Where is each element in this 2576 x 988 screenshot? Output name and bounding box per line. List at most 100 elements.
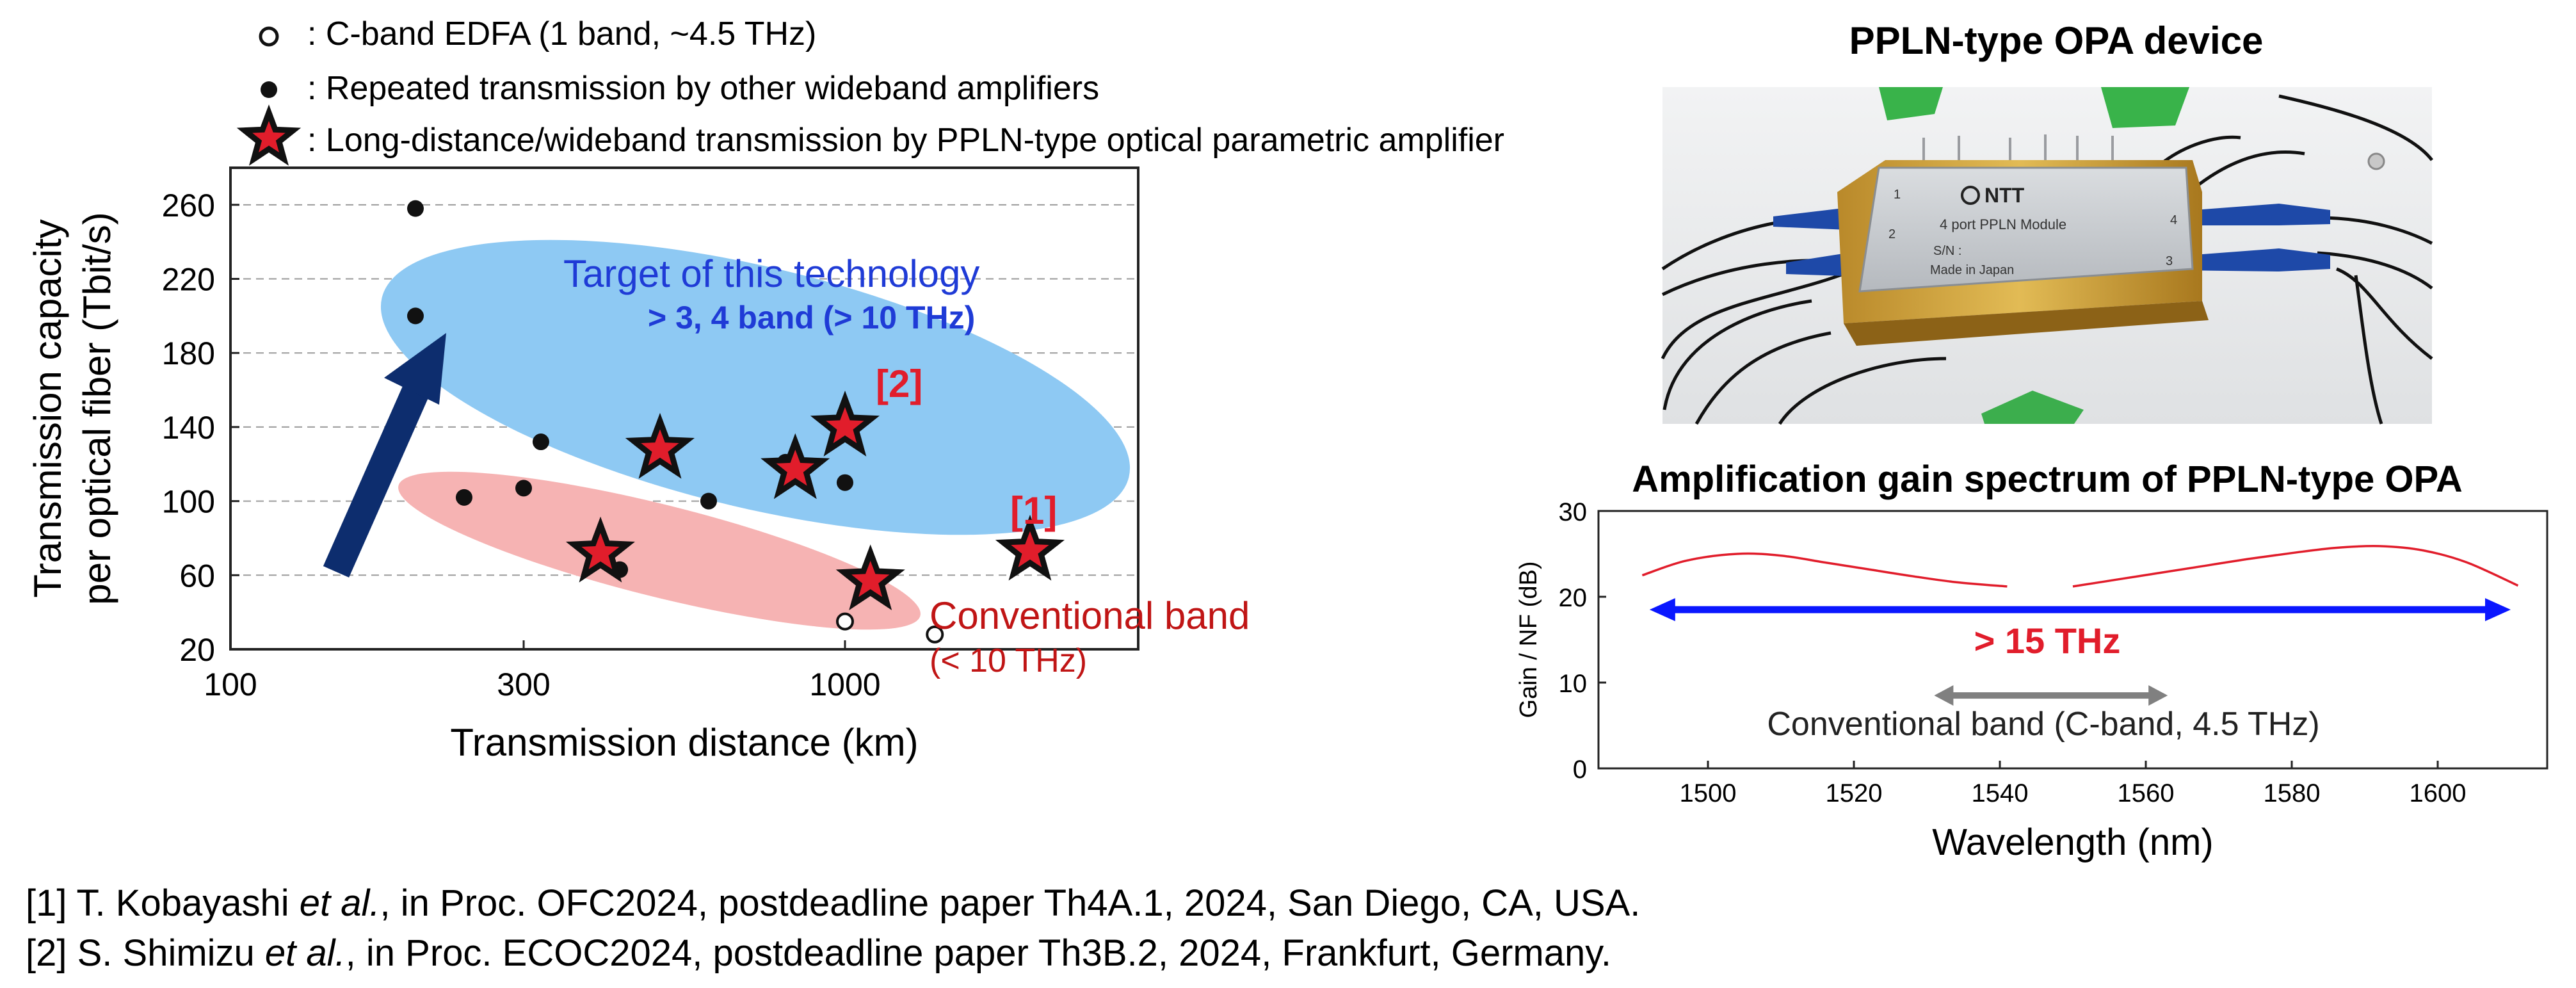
gain-x-tick-label: 1560 bbox=[2118, 779, 2175, 807]
optical-fibers bbox=[1661, 94, 2433, 425]
scatter-y-tick-label: 20 bbox=[179, 632, 215, 668]
trend-arrow bbox=[323, 333, 446, 578]
references: [1] T. Kobayashi et al., in Proc. OFC202… bbox=[26, 882, 1640, 974]
module-label-brand: NTT bbox=[1984, 184, 2025, 207]
ppln-opa-data-point bbox=[761, 433, 830, 499]
reference-2: [2] S. Shimizu et al., in Proc. ECOC2024… bbox=[26, 932, 1611, 974]
device-photo: NTT 4 port PPLN Module S/N : Made in Jap… bbox=[1661, 87, 2433, 425]
scatter-x-tick-label: 300 bbox=[497, 667, 550, 702]
scatter-y-tick-label: 180 bbox=[162, 336, 215, 371]
module-port-2: 2 bbox=[1888, 227, 1896, 241]
gain-x-tick-label: 1520 bbox=[1826, 779, 1883, 807]
legend-star-marker bbox=[236, 104, 302, 166]
reference-2-authors: [2] S. Shimizu bbox=[26, 932, 265, 974]
scatter-x-tick-label: 1000 bbox=[809, 667, 880, 702]
module-label-model: 4 port PPLN Module bbox=[1940, 216, 2066, 232]
green-holder-bottom bbox=[1981, 391, 2084, 424]
wideband-amplifier-data-point bbox=[532, 433, 549, 451]
module-port-4: 4 bbox=[2170, 213, 2177, 227]
ppln-opa-data-point bbox=[625, 412, 695, 479]
gain-x-tick-label: 1600 bbox=[2410, 779, 2467, 807]
reference-2-details: , in Proc. ECOC2024, postdeadline paper … bbox=[346, 932, 1611, 974]
scatter-y-axis-label-line1: Transmission capacity bbox=[26, 219, 69, 597]
legend-filled-circle-label: : Repeated transmission by other wideban… bbox=[307, 70, 1099, 107]
device-panel: PPLN-type OPA device bbox=[1661, 19, 2433, 425]
module-port-1: 1 bbox=[1894, 188, 1901, 202]
conventional-annotation-line1: Conventional band bbox=[930, 594, 1250, 637]
gain-chart-title: Amplification gain spectrum of PPLN-type… bbox=[1632, 458, 2463, 500]
scatter-y-tick-label: 220 bbox=[162, 262, 215, 298]
blue-boot-right-top bbox=[2177, 204, 2330, 225]
wideband-amplifier-data-point bbox=[515, 480, 533, 497]
gain-y-tick-label: 10 bbox=[1559, 670, 1588, 698]
wide-band-arrow-label: > 15 THz bbox=[1974, 620, 2121, 661]
wideband-amplifier-data-point bbox=[407, 200, 424, 217]
module-metal-lid bbox=[1858, 166, 2194, 293]
reference-1-etal: et al. bbox=[300, 882, 380, 924]
ppln-opa-data-point bbox=[835, 544, 905, 610]
wideband-amplifier-data-point bbox=[455, 489, 472, 506]
module-port-3: 3 bbox=[2166, 254, 2173, 268]
reference-1-authors: [1] T. Kobayashi bbox=[26, 882, 300, 924]
gain-curve bbox=[1641, 552, 2008, 588]
legend-filled-circle-marker bbox=[261, 81, 277, 98]
gain-ticks: 0 10 20 30 1500 1520 1540 1560 1580 1600 bbox=[1559, 498, 2467, 807]
gain-plot-frame bbox=[1597, 510, 2548, 770]
gain-curve bbox=[2072, 545, 2519, 588]
conventional-band-arrow-head-right bbox=[2148, 685, 2168, 706]
trend-arrow-shaft bbox=[323, 385, 430, 578]
ref1-annotation: [1] bbox=[1010, 489, 1057, 532]
gain-y-tick-label: 30 bbox=[1559, 498, 1588, 526]
gain-y-axis-label: Gain / NF (dB) bbox=[1515, 562, 1542, 718]
wideband-amplifier-data-point bbox=[407, 307, 424, 325]
ppln-opa-data-point bbox=[810, 391, 880, 457]
scatter-y-tick-label: 60 bbox=[179, 558, 215, 594]
scatter-points bbox=[407, 200, 1065, 644]
legend-open-circle-label: : C-band EDFA (1 band, ~4.5 THz) bbox=[307, 15, 816, 53]
fiber-connector bbox=[2367, 152, 2385, 170]
target-region-ellipse bbox=[380, 239, 1131, 535]
scatter-x-tick-label: 100 bbox=[204, 667, 257, 702]
gain-spectrum-chart: Amplification gain spectrum of PPLN-type… bbox=[1515, 458, 2548, 863]
edfa-data-point bbox=[926, 625, 944, 644]
gain-x-tick-label: 1580 bbox=[2264, 779, 2321, 807]
gain-x-tick-label: 1540 bbox=[1972, 779, 2029, 807]
reference-2-etal: et al. bbox=[265, 932, 346, 974]
ntt-logo-icon bbox=[1961, 186, 1980, 205]
module-label-origin: Made in Japan bbox=[1930, 263, 2014, 277]
conventional-band-arrow-label: Conventional band (C-band, 4.5 THz) bbox=[1767, 706, 2319, 743]
module-label-sn: S/N : bbox=[1933, 244, 1961, 258]
gain-x-axis-label: Wavelength (nm) bbox=[1932, 822, 2213, 863]
conventional-band-arrow-head-left bbox=[1934, 685, 1954, 706]
gain-x-tick-label: 1500 bbox=[1680, 779, 1737, 807]
gain-band-arrows bbox=[1649, 598, 2511, 706]
legend-star-label: : Long-distance/wideband transmission by… bbox=[307, 122, 1504, 159]
ppln-opa-data-point bbox=[565, 516, 636, 583]
module-pins bbox=[1922, 134, 2114, 160]
scatter-x-axis-label: Transmission distance (km) bbox=[450, 721, 918, 764]
gain-curves bbox=[1641, 545, 2519, 588]
device-title: PPLN-type OPA device bbox=[1849, 19, 2264, 62]
scatter-y-tick-label: 140 bbox=[162, 410, 215, 446]
scatter-region-ellipses bbox=[380, 239, 1131, 630]
gain-y-tick-label: 0 bbox=[1573, 756, 1587, 784]
scatter-y-tick-label: 100 bbox=[162, 484, 215, 520]
blue-boot-right-bottom bbox=[2177, 248, 2330, 271]
target-annotation-line1: Target of this technology bbox=[563, 252, 979, 295]
ref2-annotation: [2] bbox=[876, 362, 922, 405]
gain-y-tick-label: 20 bbox=[1559, 584, 1588, 612]
ppln-opa-data-point bbox=[995, 514, 1065, 581]
reference-1-details: , in Proc. OFC2024, postdeadline paper T… bbox=[380, 882, 1641, 924]
legend-open-circle-marker bbox=[259, 26, 279, 47]
conventional-annotation-line2: (< 10 THz) bbox=[930, 642, 1087, 679]
reference-1: [1] T. Kobayashi et al., in Proc. OFC202… bbox=[26, 882, 1640, 924]
wide-band-arrow-head-right bbox=[2485, 598, 2511, 622]
wideband-amplifier-data-point bbox=[700, 492, 718, 510]
scatter-plot-frame bbox=[229, 166, 1139, 651]
legend: : C-band EDFA (1 band, ~4.5 THz) : Repea… bbox=[236, 15, 1504, 166]
conventional-region-ellipse bbox=[398, 471, 921, 630]
wide-band-arrow-head-left bbox=[1649, 598, 1675, 622]
